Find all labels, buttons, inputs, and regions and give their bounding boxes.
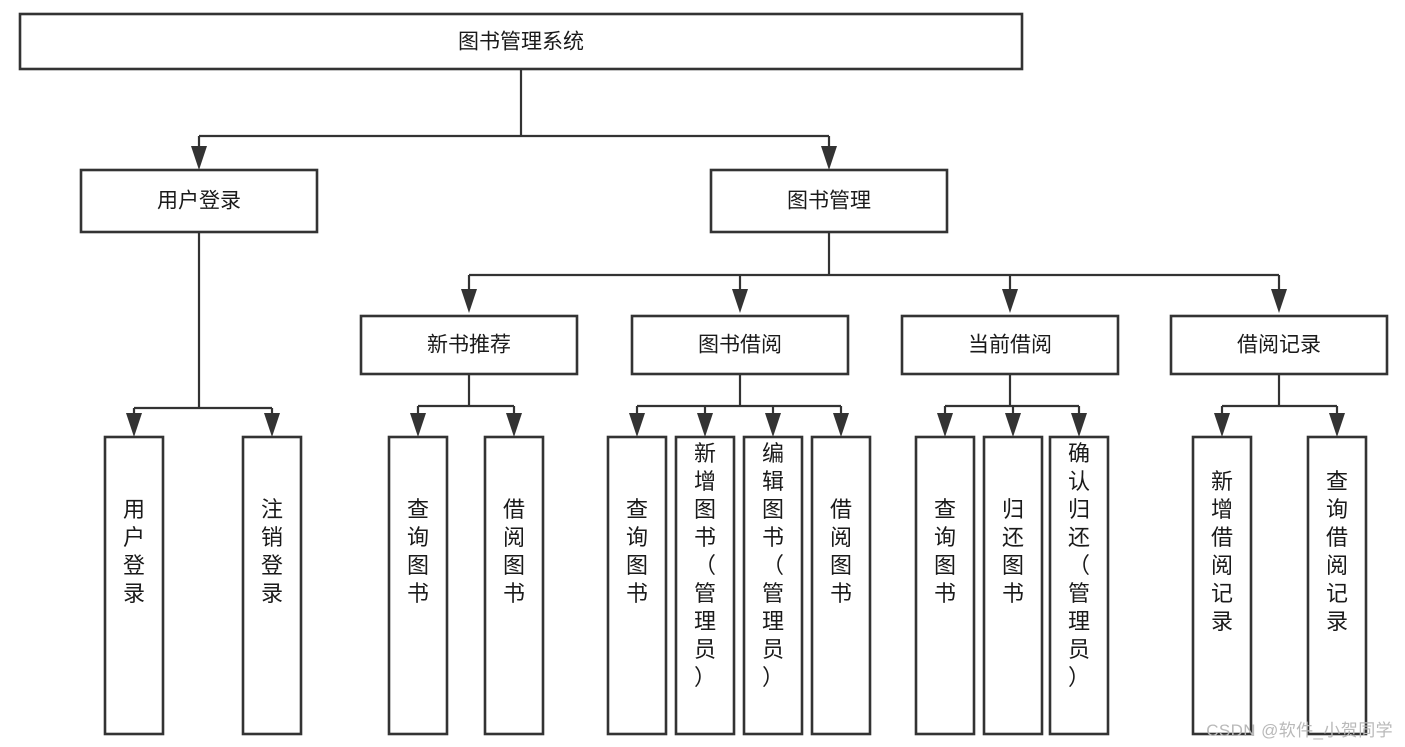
node-label: 查询图书 [407, 497, 429, 606]
node-leaf-return-book[interactable]: 归还图书 [982, 435, 1044, 736]
node-book-borrow[interactable]: 图书借阅 [630, 314, 850, 376]
arrow-head-icon [732, 289, 748, 313]
node-user-login[interactable]: 用户登录 [79, 168, 319, 234]
arrow-head-icon [697, 413, 713, 437]
arrow-head-icon [821, 146, 837, 170]
arrow-head-icon [937, 413, 953, 437]
node-box [359, 314, 579, 376]
node-box [810, 435, 872, 736]
node-label: 新书推荐 [427, 334, 511, 357]
node-label: 借阅图书 [503, 497, 525, 606]
arrow-head-icon [191, 146, 207, 170]
node-leaf-query-book-borrow[interactable]: 查询图书 [606, 435, 668, 736]
connector-layer [126, 69, 1345, 437]
node-leaf-borrow-book[interactable]: 借阅图书 [810, 435, 872, 736]
node-box [1191, 435, 1253, 736]
node-label: 查询图书 [626, 497, 648, 606]
node-box [914, 435, 976, 736]
arrow-head-icon [629, 413, 645, 437]
node-label: 用户登录 [123, 497, 145, 606]
node-leaf-add-borrow-record[interactable]: 新增借阅记录 [1191, 435, 1253, 736]
node-box [103, 435, 165, 736]
node-leaf-user-login[interactable]: 用户登录 [103, 435, 165, 736]
node-label: 归还图书 [1002, 497, 1024, 606]
arrow-head-icon [410, 413, 426, 437]
node-box [900, 314, 1120, 376]
node-leaf-logout[interactable]: 注销登录 [241, 435, 303, 736]
node-box [674, 435, 736, 736]
node-label: 用户登录 [157, 190, 241, 213]
node-box [742, 435, 804, 736]
node-label: 查询图书 [934, 497, 956, 606]
node-box [709, 168, 949, 234]
node-box [630, 314, 850, 376]
node-label: 新增借阅记录 [1211, 469, 1233, 634]
node-box [1169, 314, 1389, 376]
node-box [1048, 435, 1110, 736]
node-label: 借阅记录 [1237, 334, 1321, 357]
node-box [1306, 435, 1368, 736]
node-leaf-query-book-new[interactable]: 查询图书 [387, 435, 449, 736]
node-box [606, 435, 668, 736]
arrow-head-icon [506, 413, 522, 437]
node-current-borrow[interactable]: 当前借阅 [900, 314, 1120, 376]
node-leaf-borrow-book-new[interactable]: 借阅图书 [483, 435, 545, 736]
node-borrow-record[interactable]: 借阅记录 [1169, 314, 1389, 376]
node-label: 查询借阅记录 [1326, 469, 1348, 634]
leaf-nodes-layer: 用户登录 注销登录 查询图书 借阅图书 查询图书 新增图书（管理员） [103, 435, 1368, 736]
arrow-head-icon [765, 413, 781, 437]
arrow-head-icon [1005, 413, 1021, 437]
arrow-head-icon [1071, 413, 1087, 437]
node-leaf-confirm-return-admin[interactable]: 确认归还（管理员） [1048, 435, 1110, 736]
node-book-management[interactable]: 图书管理 [709, 168, 949, 234]
node-leaf-add-book-admin[interactable]: 新增图书（管理员） [674, 435, 736, 736]
node-label: 图书借阅 [698, 334, 782, 357]
node-label: 借阅图书 [830, 497, 852, 606]
node-new-book-recommend[interactable]: 新书推荐 [359, 314, 579, 376]
arrow-head-icon [833, 413, 849, 437]
node-box [982, 435, 1044, 736]
node-label: 编辑图书（管理员） [762, 441, 784, 690]
arrow-head-icon [264, 413, 280, 437]
node-label: 图书管理系统 [458, 31, 584, 54]
arrow-head-icon [461, 289, 477, 313]
node-label: 新增图书（管理员） [694, 441, 716, 690]
node-box [483, 435, 545, 736]
arrow-head-icon [1214, 413, 1230, 437]
node-leaf-query-borrow-record[interactable]: 查询借阅记录 [1306, 435, 1368, 736]
arrow-head-icon [1002, 289, 1018, 313]
node-leaf-edit-book-admin[interactable]: 编辑图书（管理员） [742, 435, 804, 736]
node-label: 当前借阅 [968, 334, 1052, 357]
node-box [387, 435, 449, 736]
node-root-book-management-system[interactable]: 图书管理系统 [18, 12, 1024, 71]
node-leaf-query-book-current[interactable]: 查询图书 [914, 435, 976, 736]
node-box [241, 435, 303, 736]
arrow-head-icon [126, 413, 142, 437]
node-box [18, 12, 1024, 71]
node-label: 注销登录 [261, 497, 283, 606]
node-label: 图书管理 [787, 190, 871, 213]
node-label: 确认归还（管理员） [1068, 441, 1090, 690]
arrow-head-icon [1329, 413, 1345, 437]
node-box [79, 168, 319, 234]
arrow-head-icon [1271, 289, 1287, 313]
